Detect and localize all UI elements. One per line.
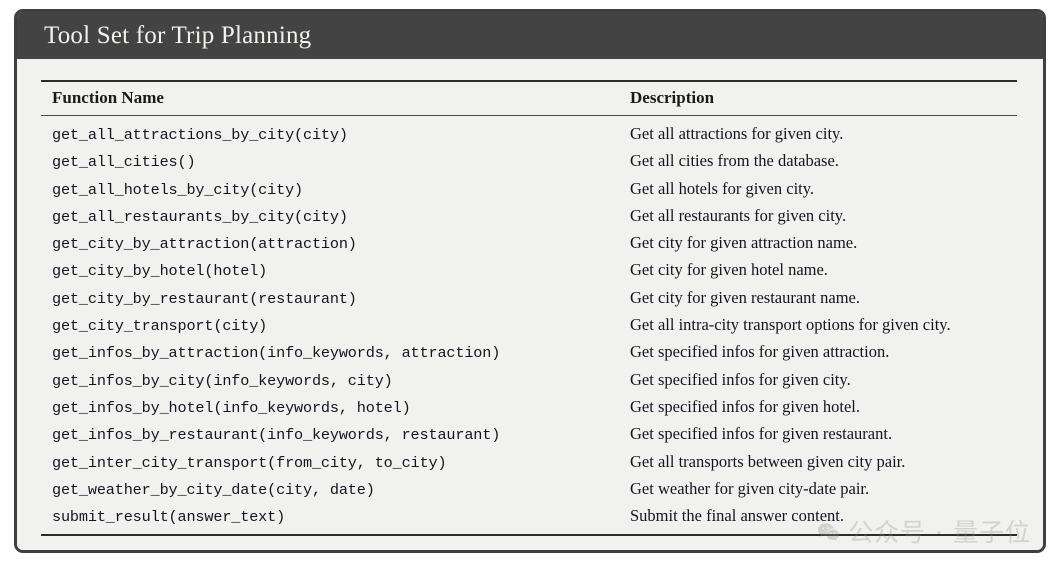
table-row: get_weather_by_city_date(city, date) Get …	[41, 476, 1017, 503]
cell-function-name: get_all_hotels_by_city(city)	[52, 180, 303, 199]
table-top-rule	[41, 80, 1017, 82]
cell-description: Get all hotels for given city.	[630, 178, 815, 198]
cell-description: Get city for given hotel name.	[630, 260, 828, 280]
cell-function-name: get_infos_by_attraction(info_keywords, a…	[52, 344, 501, 363]
table-row: get_infos_by_city(info_keywords, city) Ge…	[41, 367, 1017, 394]
cell-function-name: get_all_restaurants_by_city(city)	[52, 207, 348, 226]
table-row: get_city_by_hotel(hotel) Get city for giv…	[41, 257, 1017, 284]
table-row: get_all_cities() Get all cities from the …	[41, 148, 1017, 175]
card-header: Tool Set for Trip Planning	[17, 12, 1043, 59]
table-row: get_city_transport(city) Get all intra-ci…	[41, 312, 1017, 339]
tools-table: Function Name Description	[41, 82, 1017, 115]
cell-description: Get all intra-city transport options for…	[630, 315, 951, 335]
table-row: get_infos_by_restaurant(info_keywords, r…	[41, 421, 1017, 448]
cell-description: Get specified infos for given city.	[630, 369, 851, 389]
cell-function-name: get_city_by_attraction(attraction)	[52, 235, 357, 254]
cell-function-name: get_all_cities()	[52, 153, 196, 172]
cell-description: Submit the final answer content.	[630, 506, 844, 526]
table-row: submit_result(answer_text) Submit the fin…	[41, 503, 1017, 534]
cell-description: Get all restaurants for given city.	[630, 205, 847, 225]
cell-function-name: get_weather_by_city_date(city, date)	[52, 480, 375, 499]
cell-function-name: get_all_attractions_by_city(city)	[52, 126, 348, 144]
cell-function-name: get_infos_by_hotel(info_keywords, hotel)	[52, 398, 411, 417]
table-head: Function Name Description	[41, 82, 1017, 115]
cell-description: Get all transports between given city pa…	[630, 451, 906, 471]
tools-table-wrapper: Function Name Description get_all_attrac…	[41, 80, 1017, 537]
cell-function-name: submit_result(answer_text)	[52, 508, 286, 527]
cell-function-name: get_infos_by_city(info_keywords, city)	[52, 371, 393, 390]
table-row: get_city_by_attraction(attraction) Get ci…	[41, 230, 1017, 257]
table-row: get_all_restaurants_by_city(city) Get all…	[41, 203, 1017, 230]
table-row: get_all_attractions_by_city(city) Get all…	[41, 116, 1017, 148]
table-row: get_inter_city_transport(from_city, to_c…	[41, 449, 1017, 476]
cell-function-name: get_city_by_restaurant(restaurant)	[52, 289, 357, 308]
page-title: Tool Set for Trip Planning	[44, 21, 312, 49]
cell-description: Get all attractions for given city.	[630, 124, 844, 143]
cell-function-name: get_inter_city_transport(from_city, to_c…	[52, 453, 447, 472]
table-header-row: Function Name Description	[41, 82, 1017, 115]
cell-function-name: get_city_transport(city)	[52, 317, 268, 336]
cell-description: Get specified infos for given restaurant…	[630, 424, 893, 444]
cell-description: Get city for given attraction name.	[630, 233, 858, 253]
cell-description: Get specified infos for given attraction…	[630, 342, 890, 362]
cell-function-name: get_infos_by_restaurant(info_keywords, r…	[52, 426, 501, 445]
column-header-description: Description	[630, 88, 715, 107]
column-header-function-name: Function Name	[52, 88, 164, 107]
cell-description: Get weather for given city-date pair.	[630, 478, 870, 498]
table-header-rule	[41, 115, 1017, 116]
tool-set-card: Tool Set for Trip Planning Function Name…	[14, 9, 1046, 553]
table-row: get_infos_by_hotel(info_keywords, hotel)…	[41, 394, 1017, 421]
cell-function-name: get_city_by_hotel(hotel)	[52, 262, 268, 281]
table-body: get_all_attractions_by_city(city) Get all…	[41, 116, 1017, 534]
table-bottom-rule	[41, 534, 1017, 537]
table-row: get_all_hotels_by_city(city) Get all hote…	[41, 176, 1017, 203]
card-body: Function Name Description get_all_attrac…	[17, 59, 1043, 550]
table-row: get_city_by_restaurant(restaurant) Get ci…	[41, 285, 1017, 312]
table-row: get_infos_by_attraction(info_keywords, a…	[41, 339, 1017, 366]
cell-description: Get city for given restaurant name.	[630, 287, 860, 307]
cell-description: Get specified infos for given hotel.	[630, 396, 861, 416]
cell-description: Get all cities from the database.	[630, 151, 839, 171]
tools-table-body: get_all_attractions_by_city(city) Get all…	[41, 116, 1017, 534]
